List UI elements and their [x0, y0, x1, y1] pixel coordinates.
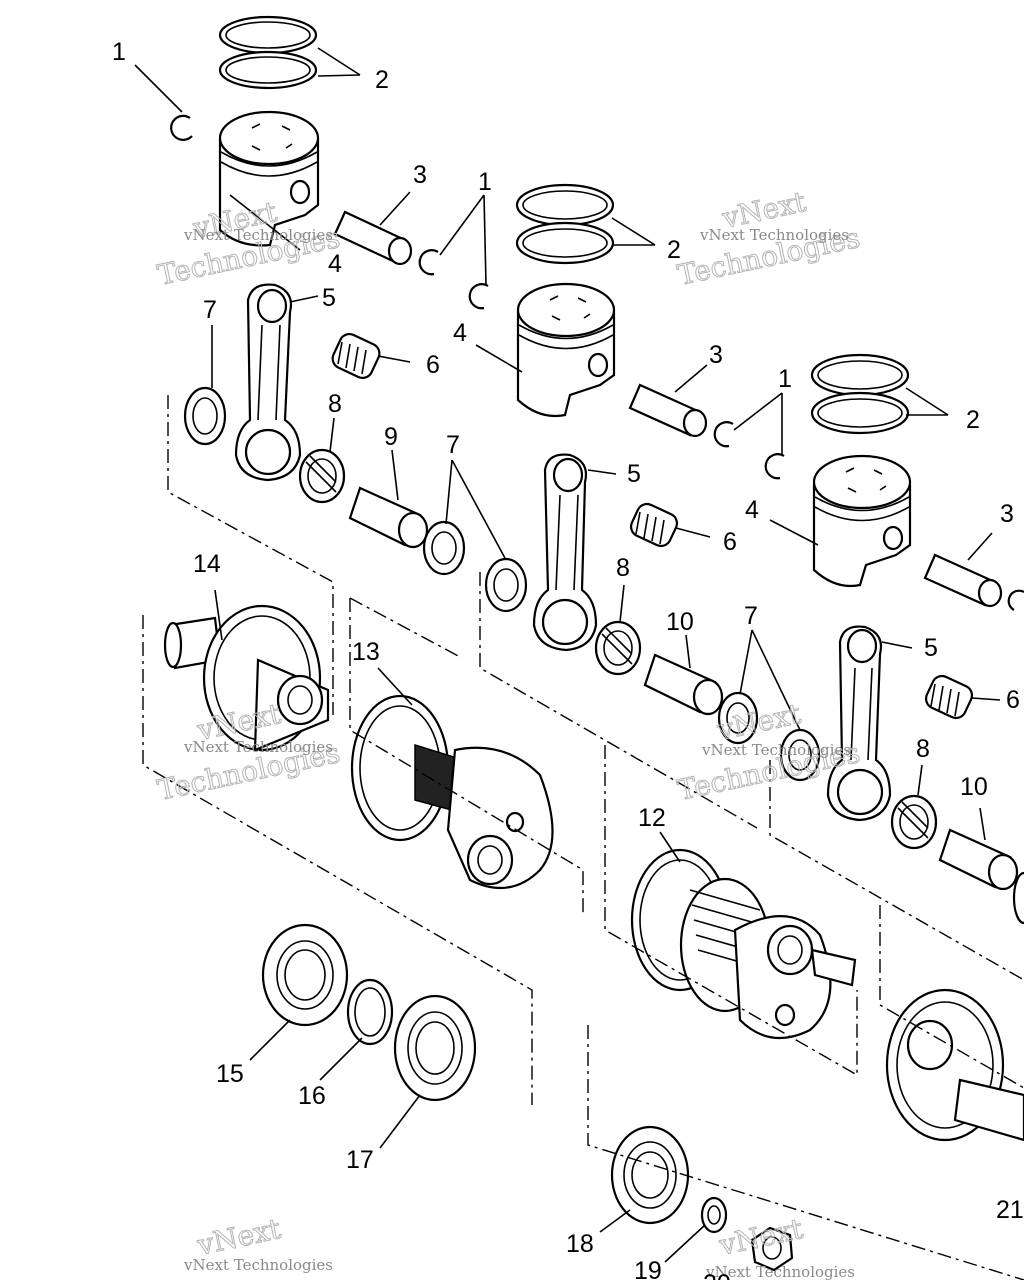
thrust-washer	[422, 520, 466, 576]
crankpin-bearing	[890, 794, 938, 850]
callout-3: 3	[709, 341, 723, 369]
main-bearing	[261, 923, 349, 1027]
callout-12: 12	[638, 804, 666, 832]
svg-text:vNext Technologies: vNext Technologies	[705, 1263, 855, 1280]
callout-7: 7	[744, 602, 758, 630]
callout-7: 7	[446, 431, 460, 459]
svg-text:vNext Technologies: vNext Technologies	[183, 226, 333, 244]
needle-bearing	[331, 333, 381, 379]
piston-pin	[333, 210, 413, 266]
callout-1: 1	[112, 38, 126, 66]
piston-ring	[515, 221, 615, 265]
callout-5: 5	[627, 460, 641, 488]
callout-7: 7	[203, 296, 217, 324]
callout-10: 10	[666, 608, 694, 636]
connecting-rod	[234, 283, 302, 482]
svg-text:vNext Technologies: vNext Technologies	[183, 1256, 333, 1274]
crank-pin	[938, 828, 1019, 891]
piston	[812, 454, 912, 588]
callout-10: 10	[960, 773, 988, 801]
callout-8: 8	[328, 390, 342, 418]
callout-3: 3	[1000, 500, 1014, 528]
crankpin-bearing	[594, 620, 642, 676]
circlip	[468, 283, 489, 310]
callout-2: 2	[375, 66, 389, 94]
callout-4: 4	[453, 319, 467, 347]
callout-4: 4	[328, 250, 342, 278]
connecting-rod	[532, 453, 598, 652]
piston	[516, 282, 616, 418]
callout-17: 17	[346, 1146, 374, 1174]
leader-lines-b	[439, 194, 801, 731]
svg-text:vNext: vNext	[194, 1212, 285, 1262]
crankshaft-section-flywheel	[350, 694, 554, 890]
crankshaft-section-gear	[630, 848, 857, 1040]
connecting-rod	[826, 625, 892, 822]
circlip	[1007, 589, 1024, 611]
thrust-washer	[183, 386, 227, 446]
crankshaft-end-right	[885, 988, 1024, 1142]
thrust-washer	[717, 691, 759, 745]
piston-ring	[218, 50, 318, 90]
callout-18: 18	[566, 1230, 594, 1258]
piston-pin	[923, 553, 1003, 608]
nut	[750, 1226, 794, 1272]
assembly-outline-lines	[142, 395, 1024, 1280]
main-bearing	[393, 994, 477, 1102]
callout-14: 14	[193, 550, 221, 578]
piston-ring	[810, 391, 910, 435]
seal-ring	[346, 978, 394, 1046]
callout-6: 6	[1006, 686, 1020, 714]
leader-lines-c	[733, 387, 1001, 841]
crankpin-bearing	[298, 448, 346, 504]
piston-assembly-3	[713, 353, 1024, 925]
svg-text:vNext Technologies: vNext Technologies	[699, 226, 849, 244]
svg-text:vNext Technologies: vNext Technologies	[183, 738, 333, 756]
callout-16: 16	[298, 1082, 326, 1110]
callout-15: 15	[216, 1060, 244, 1088]
callout-8: 8	[616, 554, 630, 582]
callout-2: 2	[966, 406, 980, 434]
main-bearing	[610, 1125, 690, 1225]
callout-2: 2	[667, 236, 681, 264]
washer	[700, 1196, 728, 1234]
needle-bearing	[629, 502, 679, 548]
callout-3: 3	[413, 161, 427, 189]
callout-19: 19	[634, 1257, 662, 1280]
callout-5: 5	[322, 284, 336, 312]
leader-lines-lower	[214, 589, 706, 1263]
crank-pin	[643, 653, 724, 716]
piston-pin	[628, 383, 708, 438]
callout-9: 9	[384, 423, 398, 451]
thrust-washer	[484, 557, 528, 613]
svg-text:vNext Technologies: vNext Technologies	[701, 741, 851, 759]
callout-6: 6	[426, 351, 440, 379]
callout-1: 1	[478, 168, 492, 196]
callout-1: 1	[778, 365, 792, 393]
callout-5: 5	[924, 634, 938, 662]
crankshaft-end-left	[163, 604, 330, 752]
callout-13: 13	[352, 638, 380, 666]
callout-6: 6	[723, 528, 737, 556]
circlip	[170, 114, 193, 141]
circlip	[764, 453, 785, 480]
callout-20: 20	[703, 1270, 731, 1280]
piston-assembly-1	[170, 15, 528, 613]
needle-bearing	[924, 674, 974, 720]
thrust-washer	[1012, 871, 1024, 925]
circlip	[713, 421, 734, 448]
callout-21: 21	[996, 1196, 1024, 1224]
circlip	[418, 249, 439, 276]
callout-8: 8	[916, 735, 930, 763]
callout-4: 4	[745, 496, 759, 524]
crank-pin	[348, 486, 429, 549]
leader-lines-a	[134, 47, 507, 561]
piston	[218, 110, 320, 247]
piston-assembly-2	[418, 183, 821, 782]
callout-labels: 1 2 3 4 5 6 7 8 9 7 14 13 1 2 3 4 5 6 8 …	[112, 38, 1024, 1280]
